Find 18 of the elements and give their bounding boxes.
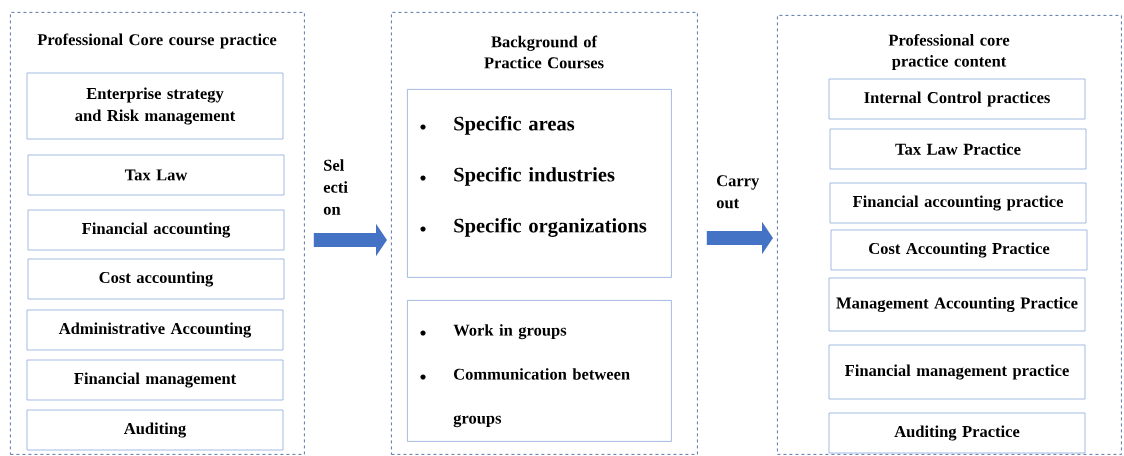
edge-label: Sel ecti on	[323, 159, 348, 215]
course-box: Auditing Practice	[828, 412, 1086, 454]
course-box: Financial management practice	[828, 344, 1086, 400]
course-box: Administrative Accounting	[26, 309, 284, 351]
course-box: Financial accounting practice	[829, 182, 1087, 224]
course-box: Financial management	[26, 359, 284, 401]
course-box: Auditing	[26, 409, 284, 451]
edge-label: Carry out	[716, 175, 760, 209]
course-box: Management Accounting Practice	[828, 277, 1086, 332]
bullet-list-box: Specific areas Specific industries Specific organizations	[407, 89, 672, 278]
course-box: Financial accounting	[27, 209, 285, 251]
course-box: Tax Law Practice	[829, 128, 1087, 170]
course-box: Enterprise strategy and Risk management	[26, 72, 284, 140]
course-box: Cost accounting	[27, 258, 285, 300]
course-box: Tax Law	[27, 154, 285, 196]
course-box: Internal Control practices	[828, 78, 1086, 120]
bullet-list-box: Work in groups Communication between groups	[407, 300, 672, 442]
course-box: Cost Accounting Practice	[830, 229, 1088, 271]
